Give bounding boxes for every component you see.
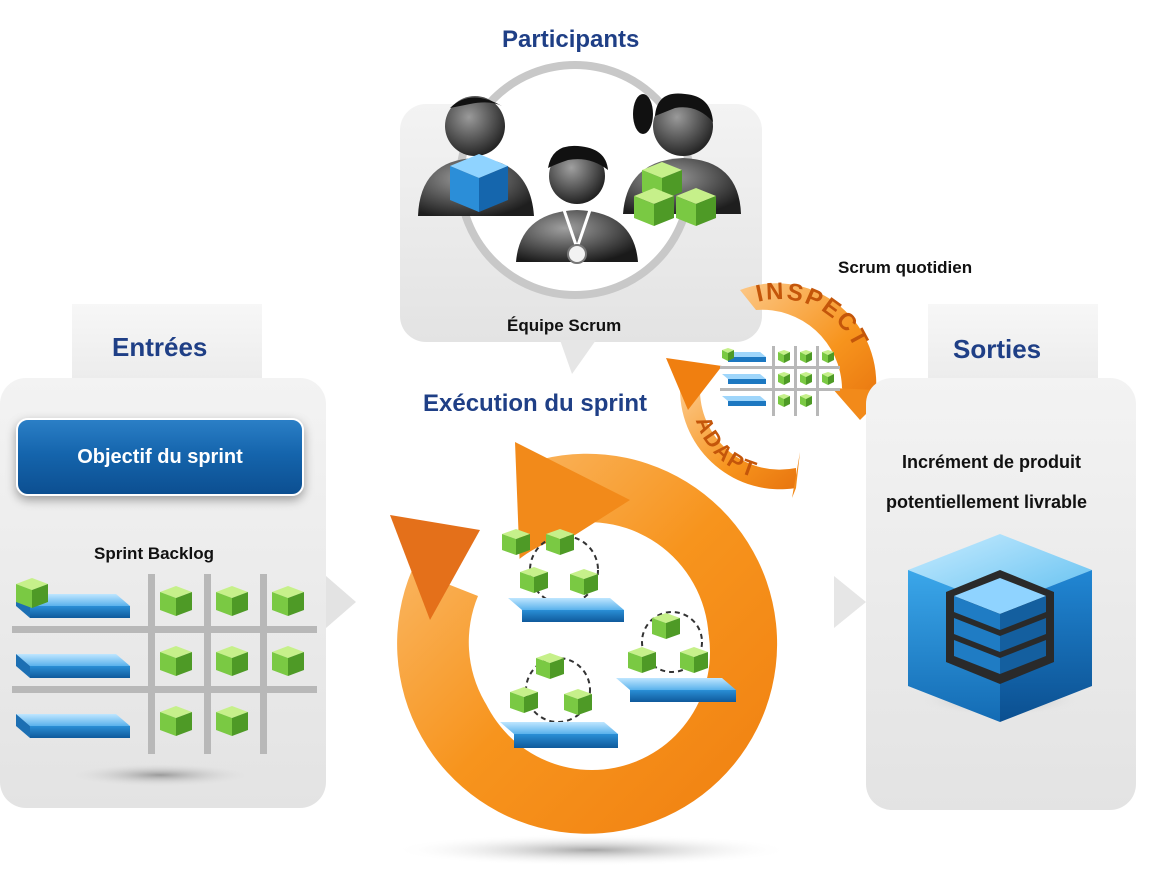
backlog-item-slab-2 — [16, 654, 130, 678]
increment-line-2: potentiellement livrable — [886, 492, 1088, 512]
scrum-team-label: Équipe Scrum — [507, 316, 622, 335]
sprint-goal-button[interactable]: Objectif du sprint — [16, 418, 304, 496]
product-increment-cube-icon — [908, 534, 1092, 722]
outputs-title-tab — [928, 304, 1098, 380]
blue-cube-icon — [450, 154, 508, 212]
sprint-work-items — [500, 529, 736, 748]
inputs-shadow — [65, 763, 255, 787]
daily-scrum-label: Scrum quotidien — [838, 258, 973, 277]
participants-pointer — [560, 340, 596, 374]
inputs-title-tab — [72, 304, 262, 380]
increment-line-1: Incrément de produit — [902, 452, 1082, 472]
inputs-title: Entrées — [112, 332, 208, 362]
sprint-execution-title: Exécution du sprint — [423, 390, 648, 417]
execution-to-outputs-arrow — [834, 576, 866, 628]
sprint-backlog-grid — [12, 574, 317, 754]
sprint-backlog-label: Sprint Backlog — [94, 544, 214, 563]
backlog-item-slab-3 — [16, 714, 130, 738]
daily-scrum-backlog — [720, 346, 840, 416]
green-cubes-icon — [634, 162, 716, 226]
scrum-master-person-icon — [516, 145, 638, 264]
sprint-cycle-arrow — [390, 442, 792, 866]
outputs-title: Sorties — [953, 334, 1042, 364]
participants-title: Participants — [502, 26, 640, 53]
inputs-to-execution-arrow — [326, 576, 356, 628]
